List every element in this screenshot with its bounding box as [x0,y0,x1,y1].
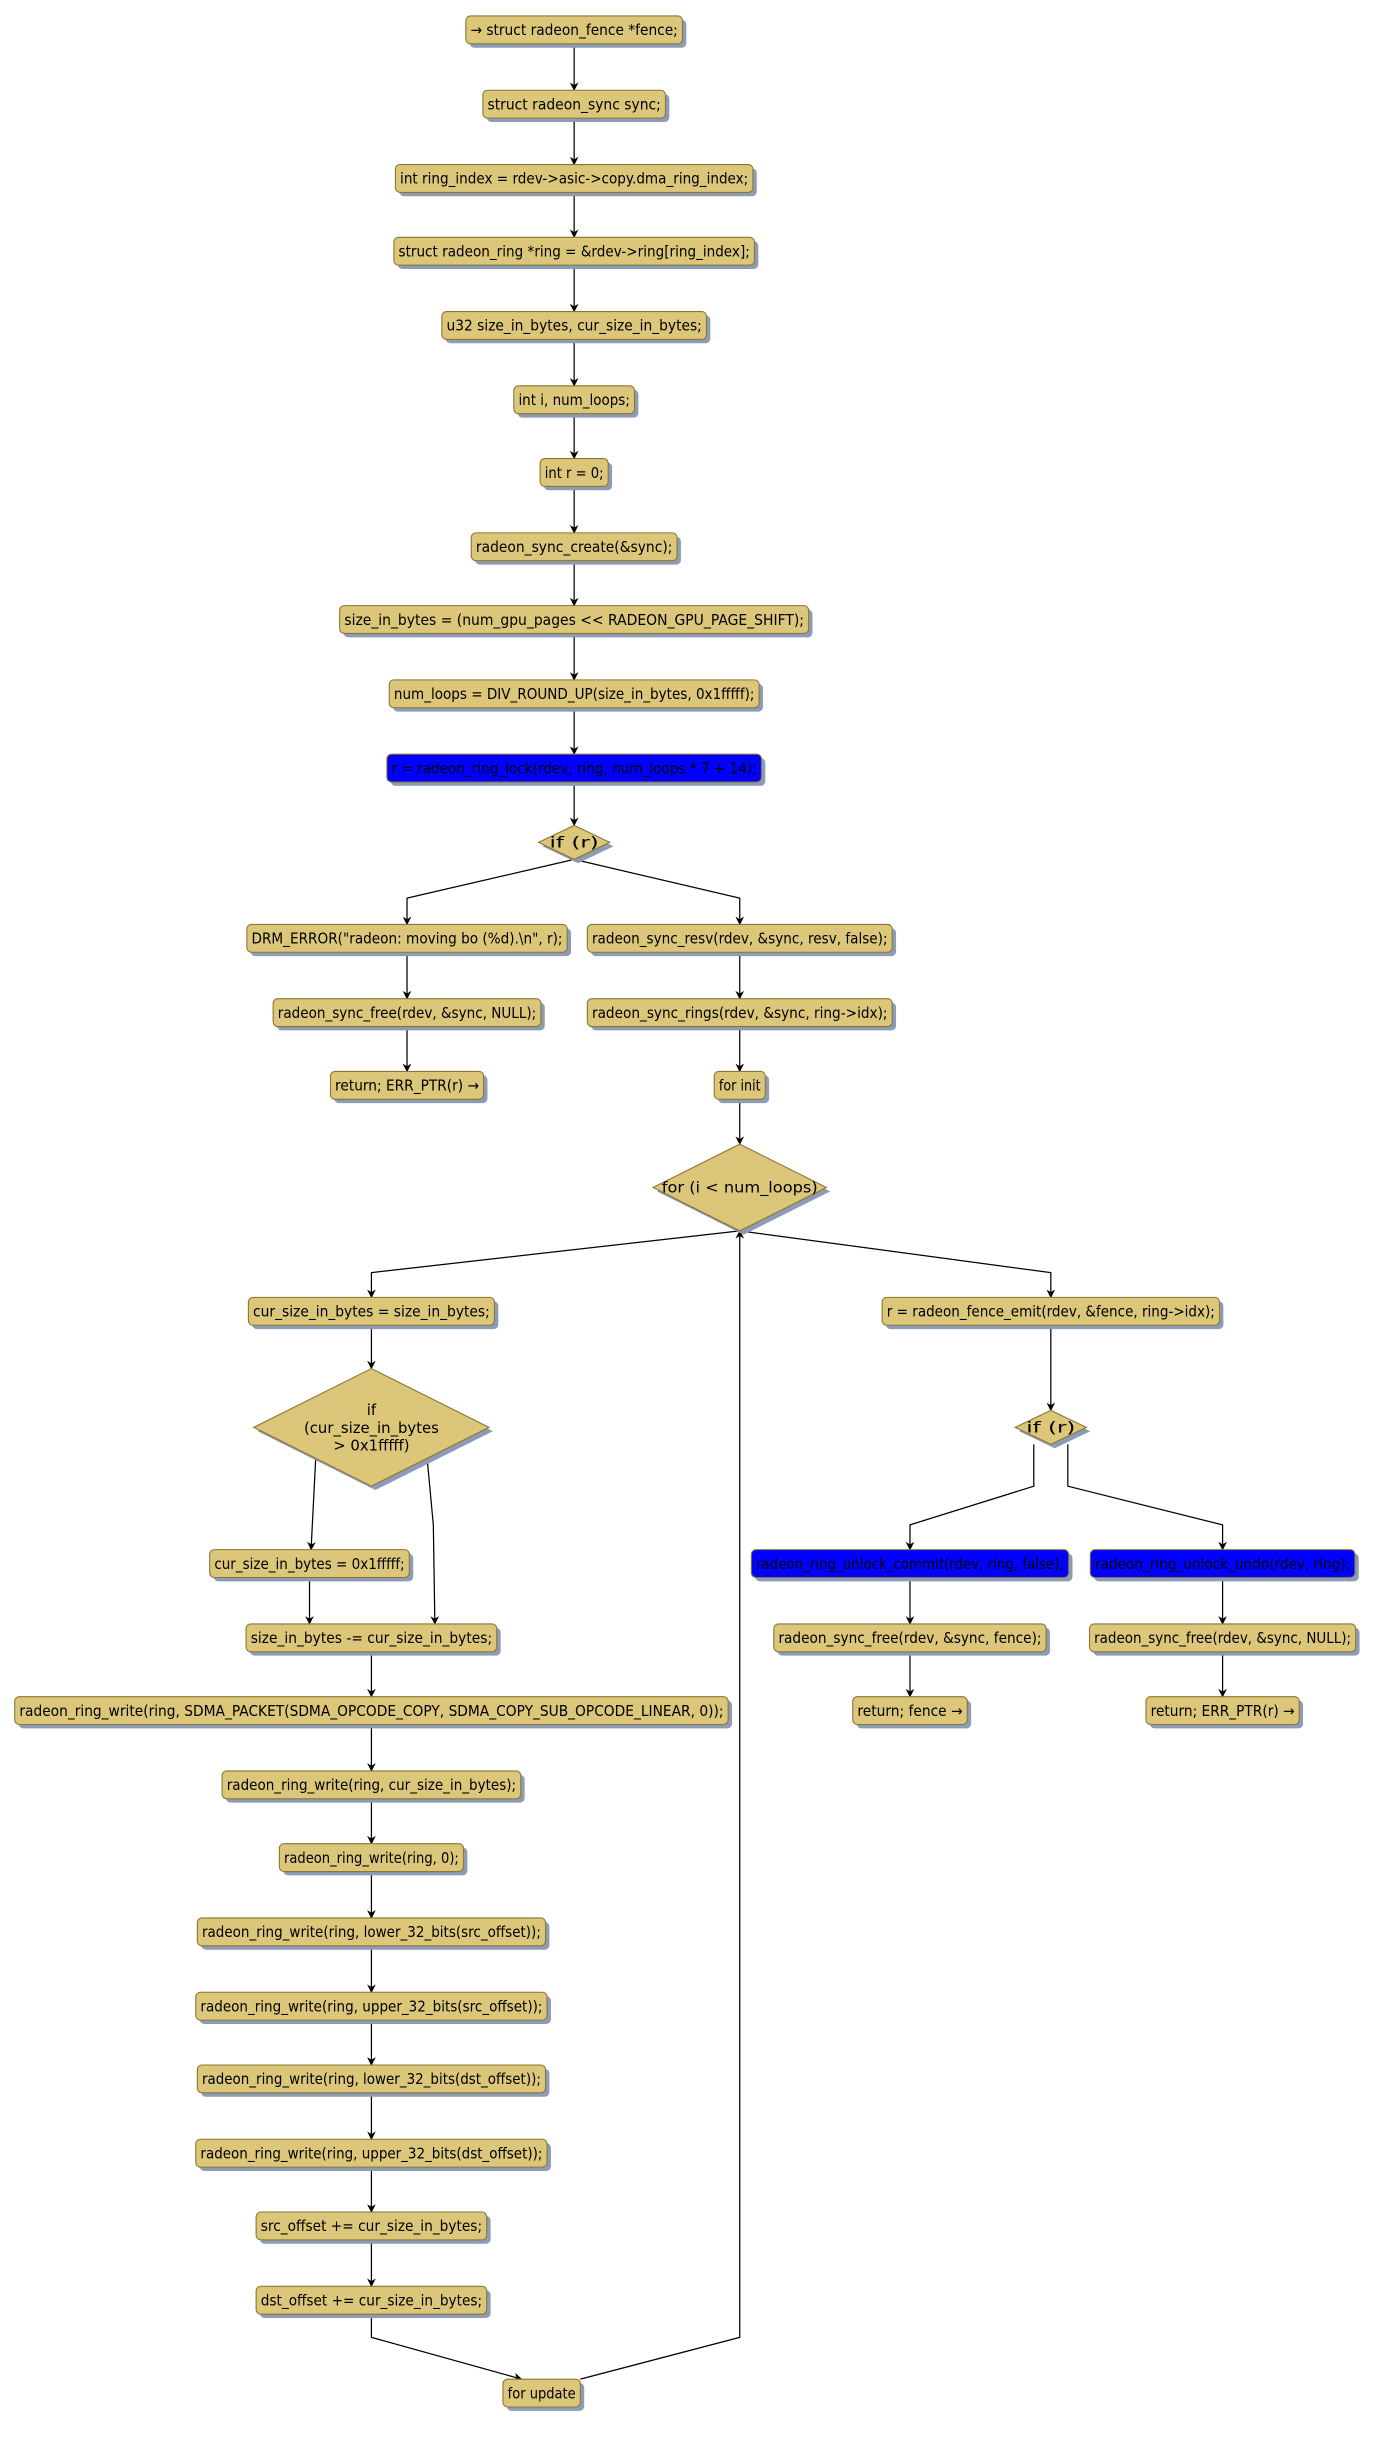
node-label: r = radeon_fence_emit(rdev, &fence, ring… [887,1303,1215,1321]
node-label: radeon_ring_unlock_undo(rdev, ring); [1095,1555,1350,1573]
statement-node: radeon_sync_create(&sync); [470,532,681,565]
node-label: if (r) [1026,1419,1075,1437]
statement-node: for init [713,1070,770,1104]
statement-node: int r = 0; [539,458,613,491]
statement-node: DRM_ERROR("radeon: moving bo (%d).\n", r… [246,923,572,957]
node-label: return; ERR_PTR(r) → [1151,1702,1295,1720]
statement-node: radeon_sync_resv(rdev, &sync, resv, fals… [586,923,897,957]
flow-arrow [1067,1444,1227,1551]
statement-node: radeon_ring_write(ring, lower_32_bits(sr… [196,1917,550,1950]
node-label: struct radeon_sync sync; [487,95,660,113]
decision-node: if (r) [537,824,614,864]
statement-node: radeon_sync_free(rdev, &sync, fence); [773,1623,1051,1656]
node-label: radeon_ring_write(ring, cur_size_in_byte… [227,1776,516,1794]
statement-node: return; ERR_PTR(r) → [1145,1696,1304,1729]
statement-node: radeon_sync_free(rdev, &sync, NULL); [272,998,545,1031]
node-label: struct radeon_ring *ring = &rdev->ring[r… [399,242,750,260]
statement-node: → struct radeon_fence *fence; [465,15,687,48]
statement-node: for update [502,2378,585,2411]
statement-node: cur_size_in_bytes = 0x1fffff; [209,1549,414,1582]
flow-arrow [307,1458,317,1551]
flow-arrow [574,858,745,926]
node-label: → struct radeon_fence *fence; [470,21,677,39]
statement-node: radeon_sync_free(rdev, &sync, NULL); [1088,1623,1360,1656]
statement-node: r = radeon_fence_emit(rdev, &fence, ring… [881,1296,1224,1330]
statement-node: struct radeon_sync sync; [482,89,670,122]
node-label: cur_size_in_bytes = size_in_bytes; [253,1303,490,1321]
decision-node: if(cur_size_in_bytes> 0x1fffff) [252,1367,493,1491]
flow-arrow [370,2314,523,2382]
statement-node: radeon_ring_write(ring, cur_size_in_byte… [221,1770,525,1803]
node-label: radeon_sync_free(rdev, &sync, fence); [778,1629,1041,1647]
highlighted-statement-node: r = radeon_ring_lock(rdev, ring, num_loo… [386,753,766,786]
node-label: if (r) [550,834,599,852]
node-label: dst_offset += cur_size_in_bytes; [261,2291,482,2309]
node-label: size_in_bytes -= cur_size_in_bytes; [251,1629,492,1647]
statement-node: int ring_index = rdev->asic->copy.dma_ri… [394,164,757,197]
statement-node: radeon_ring_write(ring, upper_32_bits(sr… [195,1991,551,2024]
node-label: radeon_ring_write(ring, SDMA_PACKET(SDMA… [19,1702,723,1720]
highlighted-statement-node: radeon_ring_unlock_commit(rdev, ring, fa… [750,1549,1073,1582]
node-label: radeon_sync_rings(rdev, &sync, ring->idx… [592,1004,888,1022]
flow-arrow [426,1458,440,1625]
highlighted-statement-node: radeon_ring_unlock_undo(rdev, ring); [1089,1549,1359,1582]
statement-node: cur_size_in_bytes = size_in_bytes; [247,1296,499,1330]
statement-node: int i, num_loops; [513,385,639,418]
node-label: radeon_ring_write(ring, lower_32_bits(sr… [202,1923,541,1941]
statement-node: radeon_ring_write(ring, lower_32_bits(ds… [196,2064,550,2097]
node-label: cur_size_in_bytes = 0x1fffff; [214,1555,404,1573]
node-label: for update [508,2384,576,2402]
statement-node: size_in_bytes = (num_gpu_pages << RADEON… [339,605,813,638]
node-label: radeon_sync_free(rdev, &sync, NULL); [1094,1629,1351,1647]
statement-node: return; ERR_PTR(r) → [329,1070,488,1104]
statement-node: u32 size_in_bytes, cur_size_in_bytes; [441,311,711,344]
node-label: radeon_sync_resv(rdev, &sync, resv, fals… [592,930,888,948]
decision-node: for (i < num_loops) [651,1143,831,1235]
statement-node: dst_offset += cur_size_in_bytes; [255,2285,491,2319]
node-label: int ring_index = rdev->asic->copy.dma_ri… [400,170,748,188]
statement-node: return; fence → [852,1696,972,1729]
node-label: size_in_bytes = (num_gpu_pages << RADEON… [344,611,804,629]
statement-node: radeon_ring_write(ring, upper_32_bits(ds… [195,2138,551,2171]
flow-arrow [402,858,575,926]
node-label: src_offset += cur_size_in_bytes; [261,2217,482,2235]
flow-arrow [367,1230,740,1299]
node-label: radeon_ring_write(ring, upper_32_bits(sr… [200,1997,542,2015]
node-label: radeon_ring_write(ring, upper_32_bits(ds… [200,2144,542,2162]
node-label: DRM_ERROR("radeon: moving bo (%d).\n", r… [251,930,562,948]
node-label: num_loops = DIV_ROUND_UP(size_in_bytes, … [394,685,755,703]
node-label: return; ERR_PTR(r) → [335,1077,479,1095]
statement-node: src_offset += cur_size_in_bytes; [255,2211,491,2244]
node-label: if(cur_size_in_bytes> 0x1fffff) [304,1401,439,1455]
node-label: for (i < num_loops) [662,1179,818,1197]
statement-node: num_loops = DIV_ROUND_UP(size_in_bytes, … [388,679,763,712]
flow-arrow [739,1230,1056,1299]
node-label: radeon_ring_write(ring, 0); [284,1849,459,1867]
node-label: radeon_ring_write(ring, lower_32_bits(ds… [202,2070,541,2088]
decision-node: if (r) [1013,1409,1091,1449]
node-label: radeon_ring_unlock_commit(rdev, ring, fa… [756,1555,1064,1573]
statement-node: struct radeon_ring *ring = &rdev->ring[r… [393,236,759,270]
node-label: r = radeon_ring_lock(rdev, ring, num_loo… [392,759,757,777]
statement-node: radeon_ring_write(ring, 0); [278,1843,468,1876]
statement-node: radeon_ring_write(ring, SDMA_PACKET(SDMA… [14,1696,733,1729]
statement-node: radeon_sync_rings(rdev, &sync, ring->idx… [586,998,897,1031]
flow-arrow [905,1444,1035,1551]
node-label: radeon_sync_create(&sync); [476,538,673,556]
node-label: for init [719,1077,761,1095]
node-label: return; fence → [857,1702,962,1720]
statement-node: size_in_bytes -= cur_size_in_bytes; [245,1623,501,1656]
node-label: radeon_sync_free(rdev, &sync, NULL); [278,1004,536,1022]
node-label: int r = 0; [545,464,604,482]
node-label: int i, num_loops; [518,391,629,409]
node-label: u32 size_in_bytes, cur_size_in_bytes; [446,317,701,335]
flow-arrow [580,1229,745,2380]
